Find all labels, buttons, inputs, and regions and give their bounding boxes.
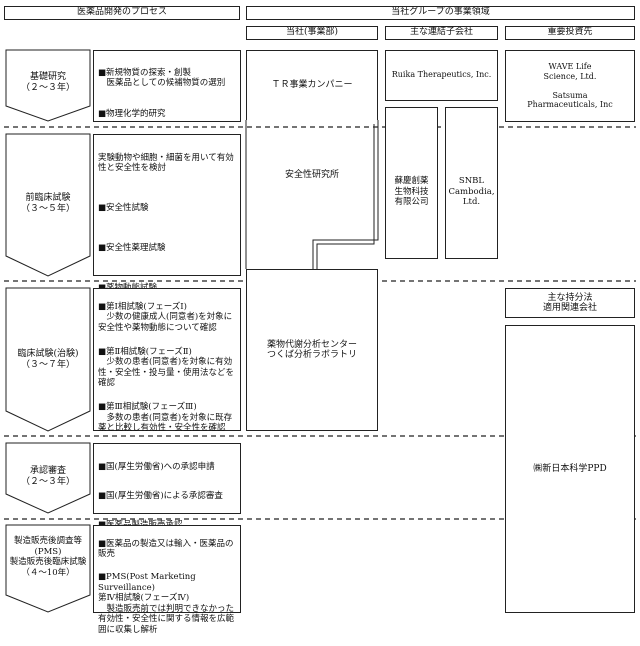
subsidiary-ruika-label: Ruika Therapeutics, Inc. xyxy=(391,70,492,80)
stage-label-basic: 基礎研究 （２～３年） xyxy=(20,72,75,93)
desc-basic: ■新規物質の探索・創製 医薬品としての候補物質の選別 ■物理化学的研究 xyxy=(93,50,241,122)
stage-label-approval: 承認審査 （２～３年） xyxy=(20,466,75,487)
header-investments: 重要投資先 xyxy=(505,26,635,40)
equity-affiliates-header: 主な持分法 適用関連会社 xyxy=(505,288,635,318)
desc-preclinical: 実験動物や細胞・細菌を用いて有効性と安全性を検討 ■安全性試験 ■安全性薬理試験… xyxy=(93,134,241,293)
equity-affiliates-header-label: 主な持分法 適用関連会社 xyxy=(542,292,597,314)
own-unit-tr-label: ＴＲ事業カンパニー xyxy=(271,80,353,91)
stage-chevron xyxy=(5,49,91,122)
header-group: 当社グループの事業領域 xyxy=(246,6,635,20)
desc-item: ■新規物質の探索・創製 医薬品としての候補物質の選別 xyxy=(98,67,226,89)
desc-item: ■物理化学的研究 xyxy=(98,109,166,119)
header-subsidiaries: 主な連結子会社 xyxy=(385,26,498,40)
stage-chevron xyxy=(5,133,91,277)
desc-pms: ■医薬品の製造又は輸入・医薬品の販売 ■PMS(Post Marketing S… xyxy=(93,525,241,635)
subsidiary-chinese: 蘇慶創薬 生物科技 有限公司 xyxy=(385,107,438,259)
own-unit-tr: ＴＲ事業カンパニー xyxy=(246,50,378,120)
desc-item: ■安全性薬理試験 xyxy=(98,243,166,253)
desc-item: 実験動物や細胞・細菌を用いて有効性と安全性を検討 xyxy=(98,152,234,174)
investment-wave-satsuma: WAVE Life Science, Ltd. Satsuma Pharmace… xyxy=(505,50,635,122)
header-own: 当社(事業部) xyxy=(246,26,378,40)
stage-label-pms: 製造販売後調査等 (PMS) 製造販売後臨床試験 （４～10年） xyxy=(9,536,87,578)
stage-chevron xyxy=(5,524,91,613)
desc-item: ■第Ⅱ相試験(フェーズⅡ) 少数の患者(同意者)を対象に有効性・安全性・投与量・… xyxy=(98,346,235,389)
own-unit-safety-label: 安全性研究所 xyxy=(284,169,339,180)
investment-ppd-label: ㈱新日本科学PPD xyxy=(533,463,607,474)
investment-ppd: ㈱新日本科学PPD xyxy=(505,325,635,613)
desc-item: ■国(厚生労働省)への承認申請 xyxy=(98,461,215,472)
desc-item: ■安全性試験 xyxy=(98,203,149,213)
desc-item: ■第Ⅲ相試験(フェーズⅢ) 多数の患者(同意者)を対象に既存薬と比較し有効性・安… xyxy=(98,402,233,433)
stage-chevron xyxy=(5,442,91,514)
desc-clinical: ■第Ⅰ相試験(フェーズⅠ) 少数の健康成人(同意者)を対象に安全性や薬物動態につ… xyxy=(93,288,241,433)
own-unit-safety-label-wrap: 安全性研究所 xyxy=(246,160,378,190)
connector-left xyxy=(312,120,379,269)
own-unit-pk: 薬物代謝分析センター つくば分析ラボラトリ xyxy=(246,269,378,431)
subsidiary-ruika: Ruika Therapeutics, Inc. xyxy=(385,50,498,101)
subsidiary-cambodia: SNBL Cambodia, Ltd. xyxy=(445,107,498,259)
desc-item: ■第Ⅰ相試験(フェーズⅠ) 少数の健康成人(同意者)を対象に安全性や薬物動態につ… xyxy=(98,301,233,333)
desc-item: ■国(厚生労働省)による承認審査 xyxy=(98,490,223,501)
own-unit-pk-label: 薬物代謝分析センター つくば分析ラボラトリ xyxy=(266,339,357,361)
connector-left xyxy=(316,124,375,269)
desc-item: ■医薬品の製造又は輸入・医薬品の販売 xyxy=(98,538,234,560)
subsidiary-cambodia-label: SNBL Cambodia, Ltd. xyxy=(448,176,495,207)
stage-chevron xyxy=(5,287,91,432)
stage-label-clinical: 臨床試験(治験) （３～７年） xyxy=(17,349,79,370)
desc-approval: ■国(厚生労働省)への承認申請 ■国(厚生労働省)による承認審査 ■医薬品製造販… xyxy=(93,443,241,530)
desc-item: ■医薬品製造販売承認 xyxy=(98,520,236,531)
subsidiary-chinese-label: 蘇慶創薬 生物科技 有限公司 xyxy=(394,176,429,207)
desc-item: ■PMS(Post Marketing Surveillance) 第Ⅳ相試験(… xyxy=(98,572,235,635)
investment-wave-satsuma-label: WAVE Life Science, Ltd. Satsuma Pharmace… xyxy=(527,62,613,110)
stage-label-preclinical: 前臨床試験 （３～５年） xyxy=(20,193,75,214)
header-process: 医薬品開発のプロセス xyxy=(4,6,240,20)
